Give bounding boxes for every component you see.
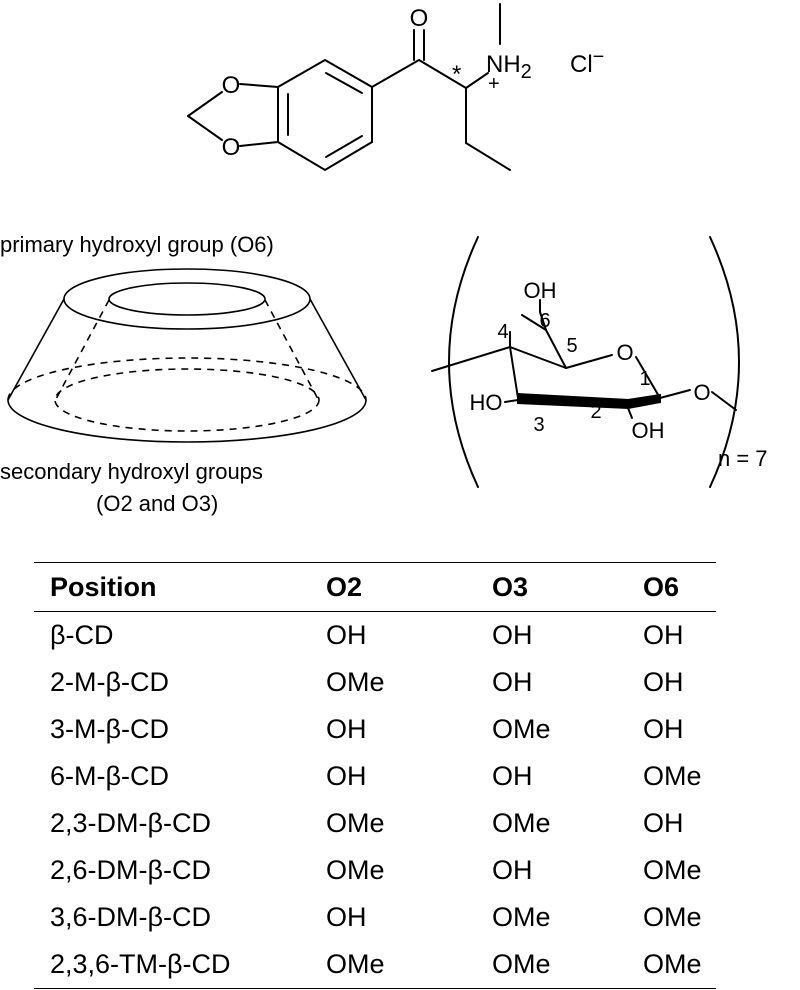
- table-row: 2,6-DM-β-CD OMe OH OMe: [34, 847, 716, 894]
- cell-o6: OH: [643, 808, 684, 838]
- hydroxyl-c6: OH: [524, 278, 557, 303]
- cell-o3: OMe: [492, 902, 551, 932]
- dioxole-bond: [187, 115, 223, 141]
- cathinone-structure: [187, 3, 511, 172]
- cell-name: 3-M-β-CD: [50, 714, 170, 744]
- cell-name: 2-M-β-CD: [50, 667, 170, 697]
- chain-bond: [371, 59, 420, 88]
- benzene-ring: [277, 58, 373, 172]
- cell-o3: OH: [492, 761, 533, 791]
- atom-o-carbonyl: O: [410, 5, 429, 32]
- table-row: 3-M-β-CD OH OMe OH: [34, 706, 716, 753]
- hydroxyl-c2: OH: [632, 418, 665, 443]
- glycosidic-oxygen: O: [693, 380, 710, 405]
- table-row: 6-M-β-CD OH OH OMe: [34, 753, 716, 800]
- cell-o2: OMe: [326, 808, 385, 838]
- cell-o3: OMe: [492, 714, 551, 744]
- glucose-unit: [431, 236, 740, 488]
- bracket-right: [709, 236, 740, 488]
- carbon-number-4: 4: [497, 321, 508, 343]
- cell-o6: OH: [643, 620, 684, 650]
- atom-o-ring: O: [222, 134, 241, 161]
- cell-o3: OH: [492, 855, 533, 885]
- hydroxyl-c3: HO: [470, 390, 503, 415]
- atom-o-ring: O: [222, 72, 241, 99]
- carbon-number-1: 1: [639, 368, 650, 390]
- chain-bond: [418, 59, 467, 89]
- cell-o2: OH: [326, 714, 367, 744]
- header-position: Position: [34, 562, 310, 612]
- cell-o2: OH: [326, 902, 367, 932]
- carbon-number-3: 3: [533, 414, 544, 436]
- benzene-inner-bond: [325, 135, 363, 158]
- table-row: 3,6-DM-β-CD OH OMe OMe: [34, 894, 716, 941]
- cell-o6: OH: [643, 714, 684, 744]
- cell-o6: OMe: [643, 902, 702, 932]
- cell-o3: OMe: [476, 941, 627, 989]
- header-o6: O6: [627, 562, 716, 612]
- cell-o2: OMe: [326, 667, 385, 697]
- positive-charge: +: [488, 73, 500, 95]
- cell-o6: OMe: [643, 761, 702, 791]
- header-o3: O3: [476, 562, 627, 612]
- repeat-count: n = 7: [718, 446, 768, 471]
- chemical-structures: O O O NH2 + * Cl− OH: [7, 3, 768, 488]
- carbon-number-2: 2: [590, 401, 601, 423]
- cell-o6: OMe: [643, 855, 702, 885]
- cyclodextrin-cone: [7, 268, 367, 443]
- atom-nh: NH2: [486, 51, 532, 83]
- cell-name: 2,6-DM-β-CD: [50, 855, 212, 885]
- amine-bond: [465, 72, 489, 89]
- header-o2: O2: [310, 562, 476, 612]
- primary-hydroxyl-caption: primary hydroxyl group (O6): [0, 232, 274, 257]
- dioxole-bond: [187, 91, 223, 117]
- dioxole-bond: [239, 141, 279, 147]
- wedge-bond: [517, 392, 629, 410]
- cell-name: 3,6-DM-β-CD: [50, 902, 212, 932]
- benzene-inner-bond: [325, 72, 363, 94]
- cell-o3: OH: [492, 620, 533, 650]
- stereocenter-marker: *: [452, 61, 461, 88]
- cell-o2: OMe: [326, 855, 385, 885]
- ring-oxygen: O: [616, 340, 633, 365]
- chloride-ion: Cl−: [570, 46, 604, 78]
- secondary-hydroxyl-caption-positions: (O2 and O3): [96, 491, 219, 516]
- table-row: 2-M-β-CD OMe OH OH: [34, 659, 716, 706]
- wedge-bond: [627, 393, 661, 410]
- cell-name: 6-M-β-CD: [50, 761, 170, 791]
- cell-o6: OMe: [627, 941, 716, 989]
- cell-name: 2,3-DM-β-CD: [50, 808, 212, 838]
- table-row: 2,3-DM-β-CD OMe OMe OH: [34, 800, 716, 847]
- dioxole-bond: [239, 83, 279, 88]
- cell-o2: OH: [326, 761, 367, 791]
- cell-o3: OMe: [492, 808, 551, 838]
- cell-o3: OH: [492, 667, 533, 697]
- cell-name: 2,3,6-TM-β-CD: [34, 941, 310, 989]
- carbon-number-6: 6: [539, 310, 550, 332]
- ethyl-bond: [465, 142, 511, 171]
- carbon-number-5: 5: [566, 335, 577, 357]
- cell-o6: OH: [643, 667, 684, 697]
- substitution-table: Position O2 O3 O6 β-CD OH OH OH 2-M-β-CD OMe…: [34, 562, 716, 989]
- cell-name: β-CD: [50, 620, 114, 650]
- secondary-hydroxyl-caption: secondary hydroxyl groups: [0, 459, 263, 484]
- bracket-left: [448, 236, 479, 488]
- table-row: β-CD OH OH OH: [34, 612, 716, 660]
- cell-o2: OMe: [310, 941, 476, 989]
- table-header-row: Position O2 O3 O6: [34, 562, 716, 612]
- cell-o2: OH: [326, 620, 367, 650]
